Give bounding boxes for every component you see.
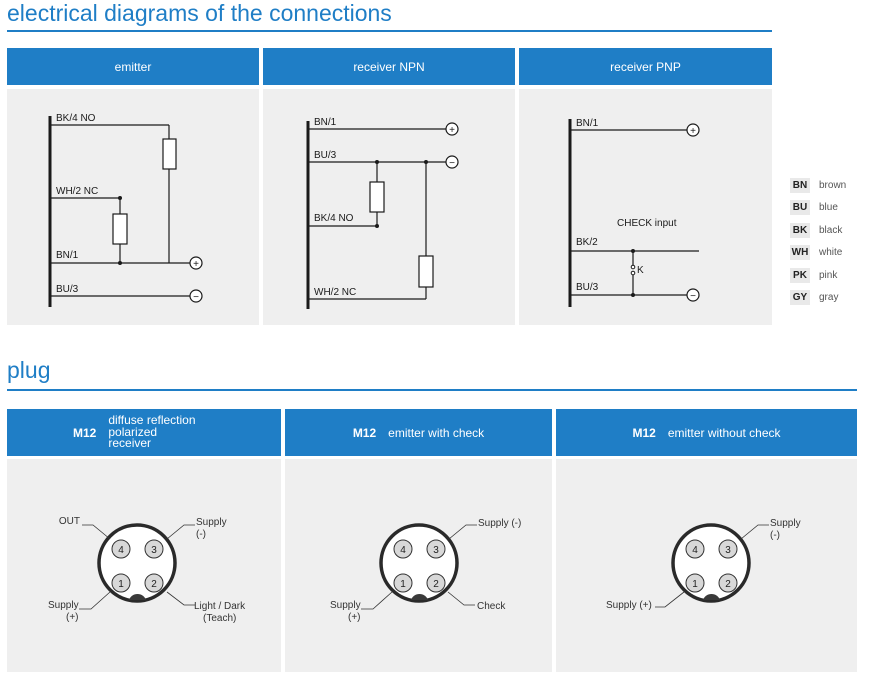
legend-name: white [819, 247, 843, 259]
m12-label: M12 [632, 425, 656, 440]
m12-nocheck-connector: 4 3 1 2 Supply (-) Supply (+) [606, 518, 801, 611]
npn-diagram-panel: + − BN/1 BU/3 BK/4 NO WH/2 NC [263, 89, 515, 325]
receiver-supply-minus-sub: (-) [196, 529, 206, 540]
pin-4-label: 4 [692, 545, 698, 556]
pin-1-label: 1 [118, 579, 124, 590]
wire-color-legend: BN brown BU blue BK black WH white PK pink GY… [790, 174, 870, 309]
emitter-plus-symbol: + [193, 259, 199, 270]
pnp-plus-symbol: + [690, 126, 696, 137]
legend-row: BK black [790, 219, 870, 242]
pnp-diagram-panel: K + − BN/1 CHECK input BK/2 BU/3 [519, 89, 772, 325]
pin-4-label: 4 [118, 545, 124, 556]
emitter-bn-label: BN/1 [56, 250, 79, 261]
legend-row: BU blue [790, 197, 870, 220]
pin-3-label: 3 [433, 545, 439, 556]
legend-name: pink [819, 269, 838, 281]
check-supply-plus-sub: (+) [348, 612, 361, 623]
emitter-minus-symbol: − [193, 292, 199, 303]
legend-name: brown [819, 179, 847, 191]
npn-bu-label: BU/3 [314, 150, 337, 161]
emitter-header: emitter [7, 48, 259, 85]
legend-row: WH white [790, 242, 870, 265]
emitter-wh-label: WH/2 NC [56, 186, 98, 197]
check-check-label: Check [477, 601, 506, 612]
receiver-npn-header: receiver NPN [263, 48, 515, 85]
pin-3-label: 3 [151, 545, 157, 556]
nocheck-supply-minus-sub: (-) [770, 530, 780, 541]
npn-plus-symbol: + [449, 125, 455, 136]
diagrams-title-rule [7, 30, 772, 32]
plug-nocheck-header: M12 emitter without check [556, 409, 857, 456]
legend-row: GY gray [790, 287, 870, 310]
receiver-supply-plus-label: Supply [48, 600, 79, 611]
plug-section-title: plug [7, 357, 51, 383]
m12-label: M12 [352, 425, 377, 440]
pnp-switch-k: K [637, 265, 644, 276]
legend-code: GY [790, 290, 810, 306]
receiver-header-line: receiver [108, 436, 152, 451]
pin-4-label: 4 [400, 545, 406, 556]
receiver-header-line: polarized [108, 424, 158, 439]
npn-bn-label: BN/1 [314, 117, 337, 128]
emitter-check-header-text: emitter with check [388, 425, 485, 440]
plug-receiver-panel: 4 3 1 2 OUT Supply (-) Supply (+) Light … [7, 459, 281, 672]
emitter-nocheck-header-text: emitter without check [667, 425, 781, 440]
nocheck-supply-plus-label: Supply (+) [606, 600, 652, 611]
legend-row: BN brown [790, 174, 870, 197]
legend-code: BK [790, 222, 810, 238]
pnp-bu-label: BU/3 [576, 282, 599, 293]
receiver-teach-label: (Teach) [203, 613, 236, 624]
legend-name: gray [819, 292, 839, 304]
legend-code: WH [790, 245, 810, 261]
pnp-circuit: K + − BN/1 CHECK input BK/2 BU/3 [568, 118, 700, 307]
diagrams-section-title: electrical diagrams of the connections [7, 0, 392, 26]
emitter-bu-label: BU/3 [56, 284, 79, 295]
pnp-check-label: CHECK input [617, 218, 677, 229]
emitter-diagram-panel: + − BK/4 NO WH/2 NC BN/1 BU/3 [7, 89, 259, 325]
legend-name: blue [819, 202, 838, 214]
npn-bk-label: BK/4 NO [314, 213, 354, 224]
pin-1-label: 1 [400, 579, 406, 590]
npn-circuit: + − BN/1 BU/3 BK/4 NO WH/2 NC [306, 117, 459, 309]
pin-3-label: 3 [725, 545, 731, 556]
receiver-header-text: diffuse reflection polarized receiver [108, 415, 195, 450]
receiver-light-dark-label: Light / Dark [194, 601, 246, 612]
pin-2-label: 2 [725, 579, 731, 590]
check-supply-minus-label: Supply (-) [478, 518, 521, 529]
npn-wh-label: WH/2 NC [314, 287, 356, 298]
legend-code: BU [790, 200, 810, 216]
m12-receiver-connector: 4 3 1 2 OUT Supply (-) Supply (+) Light … [48, 516, 246, 624]
legend-code: BN [790, 177, 810, 193]
legend-name: black [819, 224, 843, 236]
receiver-supply-plus-sub: (+) [66, 612, 79, 623]
check-supply-plus-label: Supply [330, 600, 361, 611]
pin-1-label: 1 [692, 579, 698, 590]
m12-check-connector: 4 3 1 2 Supply (-) Supply (+) Check [330, 518, 521, 623]
pin-2-label: 2 [151, 579, 157, 590]
npn-minus-symbol: − [449, 158, 455, 169]
plug-title-rule [7, 389, 857, 391]
emitter-bk-label: BK/4 NO [56, 113, 96, 124]
pnp-bk-label: BK/2 [576, 237, 598, 248]
pin-2-label: 2 [433, 579, 439, 590]
receiver-out-label: OUT [59, 516, 80, 527]
plug-receiver-header: M12 diffuse reflection polarized receive… [7, 409, 281, 456]
nocheck-supply-minus-label: Supply [770, 518, 801, 529]
plug-check-header: M12 emitter with check [285, 409, 552, 456]
plug-nocheck-panel: 4 3 1 2 Supply (-) Supply (+) [556, 459, 857, 672]
plug-check-panel: 4 3 1 2 Supply (-) Supply (+) Check [285, 459, 552, 672]
legend-row: PK pink [790, 264, 870, 287]
receiver-supply-minus-label: Supply [196, 517, 227, 528]
receiver-pnp-header: receiver PNP [519, 48, 772, 85]
m12-label: M12 [73, 425, 97, 440]
pnp-minus-symbol: − [690, 291, 696, 302]
pnp-bn-label: BN/1 [576, 118, 599, 129]
legend-code: PK [790, 267, 810, 283]
receiver-header-line: diffuse reflection [108, 413, 196, 428]
emitter-circuit: + − BK/4 NO WH/2 NC BN/1 BU/3 [48, 113, 203, 307]
